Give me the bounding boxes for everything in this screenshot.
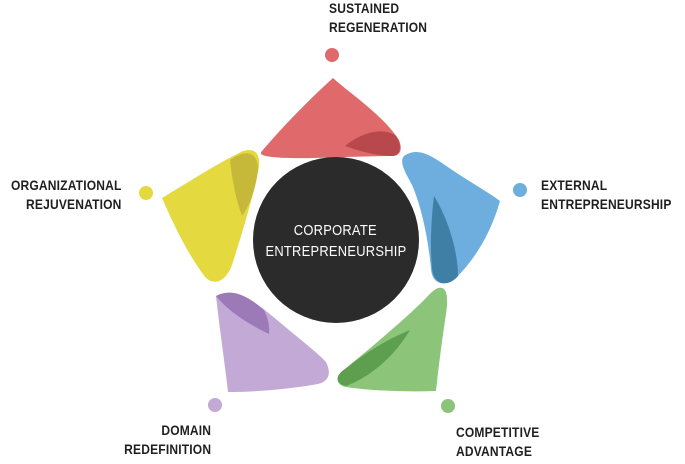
- label-domain-redefinition-line2: REDEFINITION: [123, 441, 211, 457]
- label-organizational-rejuvenation: ORGANIZATIONAL REJUVENATION: [11, 176, 122, 214]
- label-external-entrepreneurship: EXTERNAL ENTREPRENEURSHIP: [541, 176, 672, 214]
- center-circle: [253, 157, 419, 323]
- domain-redefinition-dot: [208, 398, 222, 412]
- label-external-entrepreneurship-line2: ENTREPRENEURSHIP: [541, 196, 672, 212]
- label-sustained-regeneration: SUSTAINED REGENERATION: [329, 0, 427, 37]
- label-competitive-advantage-line1: COMPETITIVE: [456, 424, 540, 440]
- center-label: CORPORATE ENTREPRENEURSHIP: [253, 158, 418, 323]
- segment-domain-redefinition-fold: [216, 292, 270, 334]
- organizational-rejuvenation-dot: [139, 186, 153, 200]
- label-domain-redefinition: DOMAIN REDEFINITION: [124, 421, 211, 459]
- external-entrepreneurship-dot: [513, 183, 527, 197]
- label-sustained-regeneration-line1: SUSTAINED: [329, 0, 400, 16]
- label-external-entrepreneurship-line1: EXTERNAL: [541, 177, 608, 193]
- segment-external-entrepreneurship-fold: [430, 196, 458, 284]
- label-competitive-advantage-line2: ADVANTAGE: [456, 443, 533, 459]
- competitive-advantage-dot: [441, 399, 455, 413]
- segment-external-entrepreneurship-shape: [402, 152, 500, 284]
- sustained-regeneration-dot: [325, 48, 339, 62]
- label-organizational-rejuvenation-line1: ORGANIZATIONAL: [11, 177, 122, 193]
- center-label-line2: ENTREPRENEURSHIP: [264, 242, 407, 260]
- segment-sustained-regeneration-fold: [345, 131, 400, 156]
- center-label-line1: CORPORATE: [293, 221, 378, 239]
- segment-organizational-rejuvenation-fold: [230, 153, 258, 216]
- label-domain-redefinition-line1: DOMAIN: [161, 422, 211, 438]
- label-sustained-regeneration-line2: REGENERATION: [329, 19, 428, 35]
- label-competitive-advantage: COMPETITIVE ADVANTAGE: [456, 423, 540, 461]
- label-organizational-rejuvenation-line2: REJUVENATION: [26, 196, 123, 212]
- segment-competitive-advantage-fold: [337, 330, 410, 386]
